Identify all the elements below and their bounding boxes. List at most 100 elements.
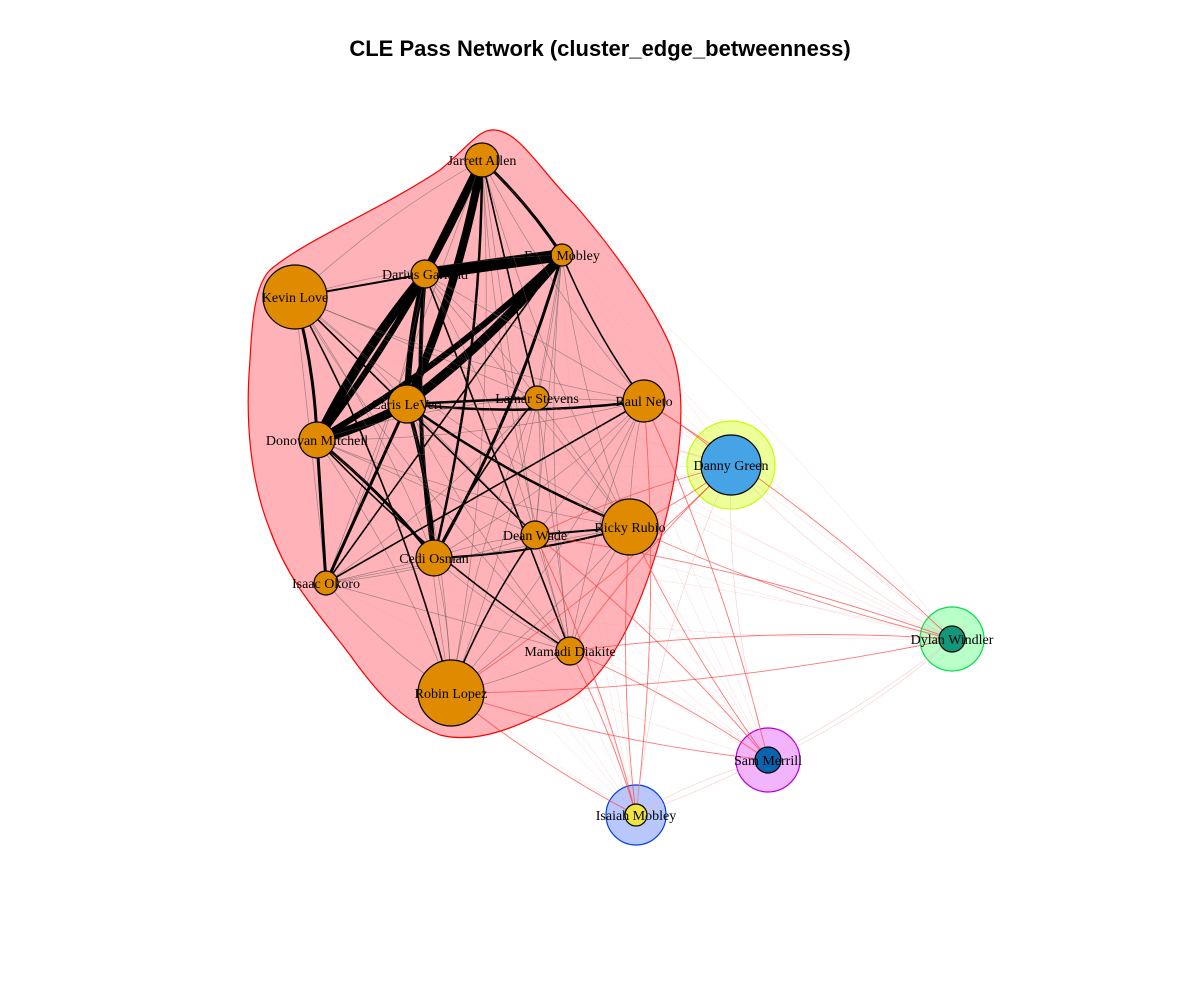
edge (536, 254, 563, 399)
node-circle (938, 625, 966, 653)
edge (324, 403, 409, 584)
node-circle (624, 803, 648, 827)
edge (325, 400, 645, 584)
edge (629, 526, 769, 761)
edge (481, 159, 732, 466)
edge (481, 159, 953, 640)
node-sam: Sam Merrill (734, 746, 802, 774)
edge (406, 403, 769, 761)
edge (643, 400, 769, 761)
edge (481, 159, 637, 816)
edge (625, 526, 637, 816)
node-label: Cedi Osman (399, 552, 469, 567)
node-mamadi: Mamadi Diakite (524, 636, 616, 666)
node-circle (464, 142, 500, 178)
edge (316, 438, 436, 559)
edge (325, 159, 483, 584)
edge (294, 296, 571, 652)
edge (481, 159, 536, 536)
edge (433, 400, 645, 559)
edge (325, 526, 631, 584)
edge (424, 273, 645, 402)
edge (536, 397, 953, 640)
node-circle (524, 385, 550, 411)
edge (433, 557, 637, 816)
edge (294, 296, 953, 640)
edge (406, 403, 637, 816)
node-circle (622, 379, 666, 423)
chart-title: CLE Pass Network (cluster_edge_betweenne… (349, 36, 851, 61)
edge (534, 534, 637, 816)
edge (569, 650, 769, 761)
node-robin: Robin Lopez (415, 659, 488, 727)
edge (730, 464, 953, 640)
edge (450, 254, 563, 694)
edge (294, 296, 452, 694)
edge (635, 638, 953, 816)
edge (406, 403, 571, 652)
node-isaac: Isaac Okoro (292, 570, 360, 596)
edge (561, 254, 637, 816)
node-label: Dean Wade (503, 529, 567, 544)
edge (325, 397, 538, 584)
edge (534, 534, 769, 761)
edge (316, 439, 732, 467)
edge (424, 249, 563, 280)
edge (406, 403, 732, 466)
edge (536, 397, 571, 652)
edge (534, 397, 541, 536)
node-dean: Dean Wade (503, 520, 567, 550)
node-ricky: Ricky Rubio (594, 498, 666, 556)
node-circle (520, 520, 550, 550)
node-label: Danny Green (693, 459, 768, 474)
node-danny: Danny Green (693, 434, 769, 496)
edge (406, 399, 645, 411)
node-label: Isaiah Mobley (596, 809, 676, 824)
edge (316, 439, 536, 536)
edge (294, 296, 631, 528)
node-circle (313, 570, 339, 596)
node-circle (415, 539, 453, 577)
cluster-hull-main (247, 129, 682, 739)
edge (424, 273, 953, 640)
edge (481, 159, 769, 761)
node-label: Robin Lopez (415, 687, 488, 702)
node-circle (298, 421, 336, 459)
node-isaiah: Isaiah Mobley (596, 803, 676, 827)
edge (312, 271, 429, 442)
node-label: Ricky Rubio (594, 521, 665, 536)
edge (450, 638, 953, 694)
edge (406, 403, 536, 536)
edge (629, 526, 953, 640)
edge (406, 402, 631, 529)
edge (450, 692, 769, 761)
node-label: Donovan Mitchell (266, 434, 368, 449)
cluster-hulls (247, 129, 985, 846)
edge (433, 557, 953, 640)
edge (294, 296, 645, 402)
node-lamar: Lamar Stevens (495, 385, 579, 411)
edge (316, 439, 452, 694)
edge (325, 582, 769, 761)
edge (294, 296, 732, 466)
edge (450, 400, 645, 694)
edge (450, 159, 487, 694)
edge (481, 159, 571, 652)
edge (569, 400, 645, 652)
edge (534, 534, 953, 640)
edge (294, 296, 637, 816)
edge (481, 159, 645, 402)
node-circle (754, 746, 782, 774)
node-label: Lamar Stevens (495, 392, 579, 407)
edge (433, 464, 732, 559)
edge (424, 273, 732, 466)
node-evan: Evan Mobley (524, 243, 600, 267)
edge (316, 439, 769, 761)
node-kevin: Kevin Love (262, 264, 328, 330)
node-circle (387, 384, 427, 424)
node-jarrett: Jarrett Allen (448, 142, 516, 178)
edge (316, 439, 631, 528)
node-circle (262, 264, 328, 330)
